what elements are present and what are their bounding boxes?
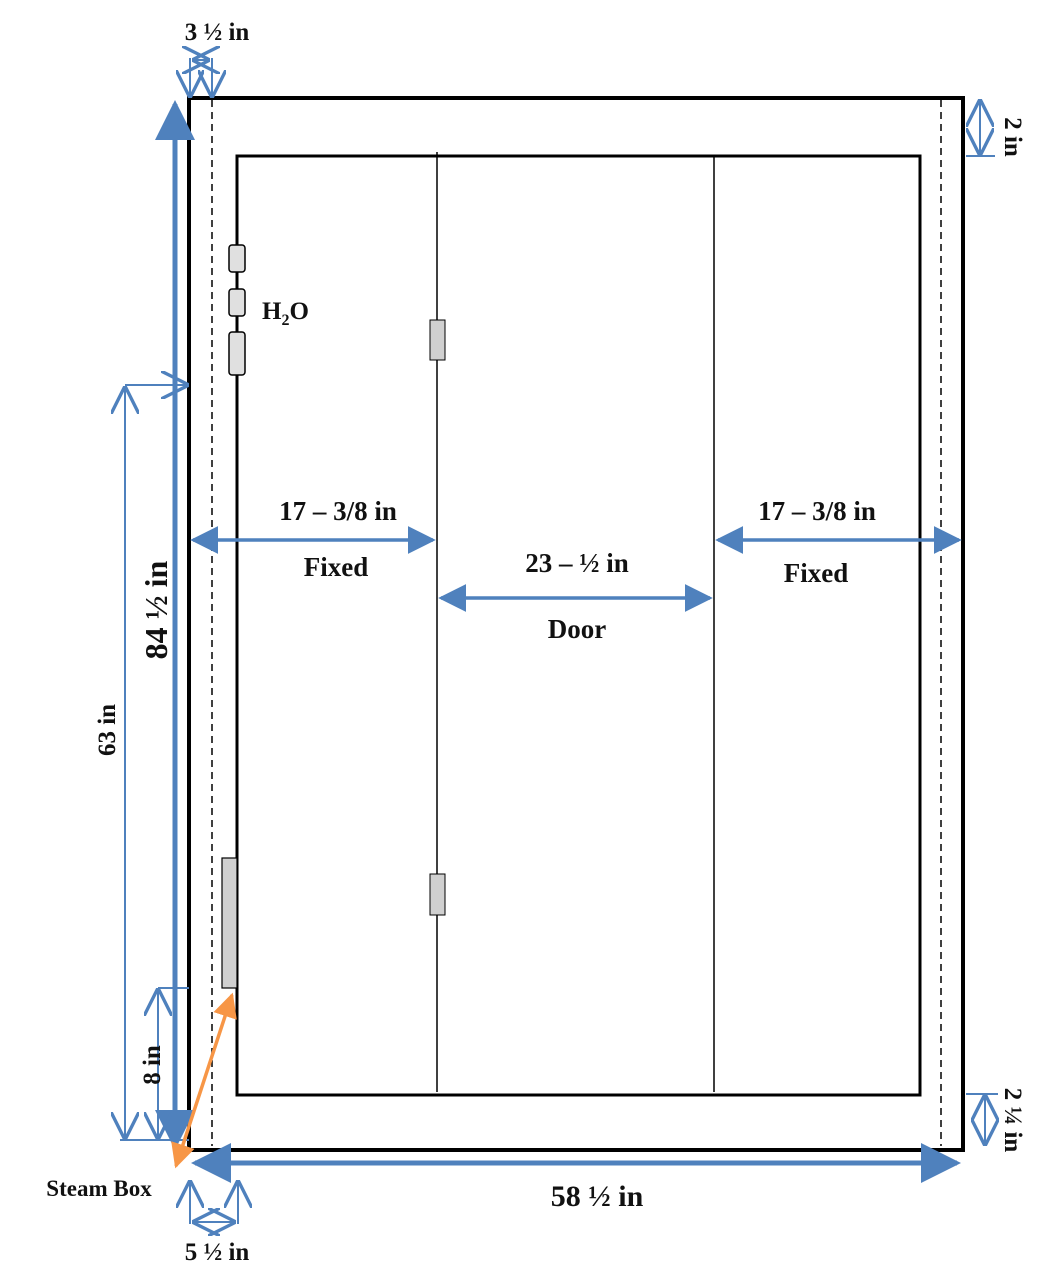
door-width-label: 23 – ½ in [525,548,629,578]
glass-enclosure [235,154,922,1097]
top-offset-label: 3 ½ in [185,19,250,46]
steam-offset-label: 5 ½ in [185,1239,250,1266]
water-valve-2 [228,288,246,317]
steam-box-label: Steam Box [46,1176,152,1201]
door-hinge-top [429,319,446,361]
outer-wall [187,96,965,1152]
steam-height-label: 8 in [139,1045,166,1085]
water-valve-3 [228,331,246,376]
top-right-label: 2 in [999,117,1026,157]
control-height-label: 63 in [94,704,121,756]
door-type-label: Door [548,614,606,644]
door-hinge-bottom [429,873,446,916]
right-panel-type-label: Fixed [784,558,849,588]
overall-height-label: 84 ½ in [138,560,174,659]
left-panel-width-label: 17 – 3/8 in [279,496,397,526]
steam-box-pointer [171,992,237,1169]
overall-width-label: 58 ½ in [551,1180,644,1213]
bottom-right-label: 2 ¼ in [999,1088,1026,1153]
water-valve-1 [228,244,246,273]
water-label: H2O [262,298,309,329]
steam-box-fixture [221,857,238,989]
right-panel-width-label: 17 – 3/8 in [758,496,876,526]
left-panel-type-label: Fixed [304,552,369,582]
